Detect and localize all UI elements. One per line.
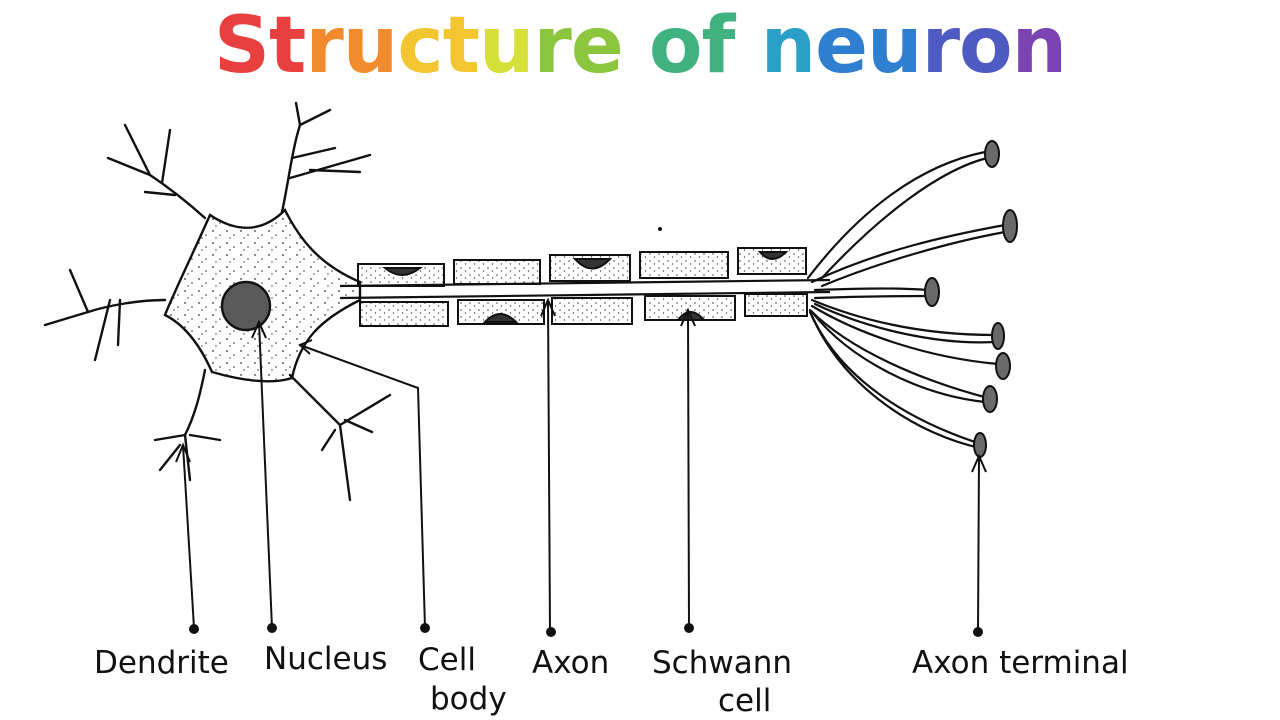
cell-body-pointer-line bbox=[299, 344, 426, 629]
axon-terminals bbox=[806, 150, 1007, 450]
title-letter: u bbox=[342, 1, 399, 91]
cell-body-label-line2: body bbox=[430, 681, 507, 717]
title-letter: n bbox=[760, 1, 817, 91]
title-letter: f bbox=[701, 1, 736, 91]
schwann-cell-bottom bbox=[744, 293, 808, 317]
title-letter: u bbox=[478, 1, 535, 91]
title-letter: u bbox=[867, 1, 923, 91]
title-letter: t bbox=[269, 1, 306, 91]
title-letter: o bbox=[648, 1, 703, 91]
nucleus-pointer-line bbox=[258, 321, 273, 629]
schwann-cells bbox=[357, 247, 808, 327]
nucleus-label: Nucleus bbox=[264, 641, 388, 677]
schwann-cell-label-line2: cell bbox=[718, 683, 772, 719]
schwann-pointer-line bbox=[687, 309, 690, 629]
title-letter: n bbox=[1011, 1, 1068, 91]
title-letter: o bbox=[959, 1, 1013, 91]
dendrite-pointer-line bbox=[182, 444, 195, 629]
axon-terminal-pointer-line bbox=[977, 455, 980, 633]
schwann-cell-bottom bbox=[359, 301, 449, 327]
axon-terminal-label: Axon terminal bbox=[912, 645, 1129, 681]
schwann-cell-label-line1: Schwann bbox=[652, 645, 793, 681]
cell-body-label-line1: Cell bbox=[418, 642, 476, 678]
axon-label: Axon bbox=[532, 645, 610, 681]
schwann-cell-top bbox=[639, 251, 729, 279]
title-letter: S bbox=[213, 1, 270, 91]
title-letter: r bbox=[921, 1, 960, 91]
title-letter: e bbox=[570, 1, 624, 91]
title-letter: e bbox=[815, 1, 868, 91]
schwann-cell-top bbox=[453, 259, 541, 285]
leader-lines bbox=[175, 297, 987, 633]
page-title: Structure of neuron bbox=[0, 0, 1280, 100]
axon-pointer-line bbox=[547, 299, 551, 633]
dendrites bbox=[43, 101, 392, 502]
title-letter: r bbox=[533, 1, 571, 91]
nucleus bbox=[220, 280, 272, 332]
title-letter: r bbox=[305, 1, 343, 91]
synaptic-knobs bbox=[924, 140, 1018, 458]
title-letter: c bbox=[397, 1, 443, 91]
title-letter: t bbox=[442, 1, 480, 91]
dendrite-label: Dendrite bbox=[94, 645, 229, 681]
label-dots bbox=[189, 623, 983, 637]
schwann-cell-bottom bbox=[551, 297, 633, 325]
